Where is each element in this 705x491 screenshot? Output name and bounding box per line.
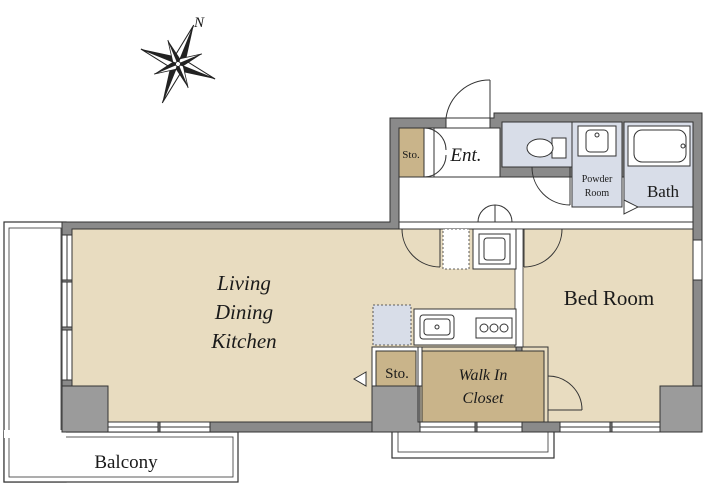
bathtub <box>627 125 691 167</box>
entrance-storage <box>398 127 425 178</box>
bath-label: Bath <box>647 182 680 201</box>
windows-left <box>61 234 73 381</box>
cooktop <box>475 317 513 339</box>
storage <box>375 350 417 387</box>
compass-north-label: N <box>193 15 205 31</box>
column-right <box>659 385 703 433</box>
balcony <box>3 221 239 483</box>
compass-rose-icon <box>140 24 216 104</box>
closet-door <box>547 375 583 412</box>
walk-in-closet-label-1: Walk In <box>459 367 508 384</box>
refrigerator-space <box>372 304 412 346</box>
column-mid <box>371 385 421 433</box>
front-bay <box>391 429 555 459</box>
toilet <box>526 137 567 159</box>
balcony-label: Balcony <box>94 452 158 473</box>
column-left <box>61 385 109 433</box>
windows-bottom <box>107 239 703 433</box>
powder-room-label-2: Room <box>585 188 610 199</box>
ldk-label-3: Kitchen <box>210 329 276 353</box>
ldk-label-1: Living <box>216 271 271 295</box>
entrance-door <box>445 79 491 129</box>
entrance-label: Ent. <box>449 145 481 166</box>
ldk-door <box>401 228 441 268</box>
entrance-storage-label: Sto. <box>402 149 420 161</box>
storage-label: Sto. <box>385 366 409 382</box>
bedroom-label: Bed Room <box>564 286 654 310</box>
kitchen-sink <box>419 314 455 340</box>
washbasin <box>577 125 617 157</box>
ldk-label-2: Dining <box>214 300 273 324</box>
powder-room-label-1: Powder <box>582 174 613 185</box>
bedroom-door <box>523 228 563 268</box>
walk-in-closet-label-2: Closet <box>463 390 504 407</box>
hall-double-door <box>477 204 513 223</box>
washing-machine <box>472 228 517 270</box>
walk-in-closet <box>421 350 545 423</box>
